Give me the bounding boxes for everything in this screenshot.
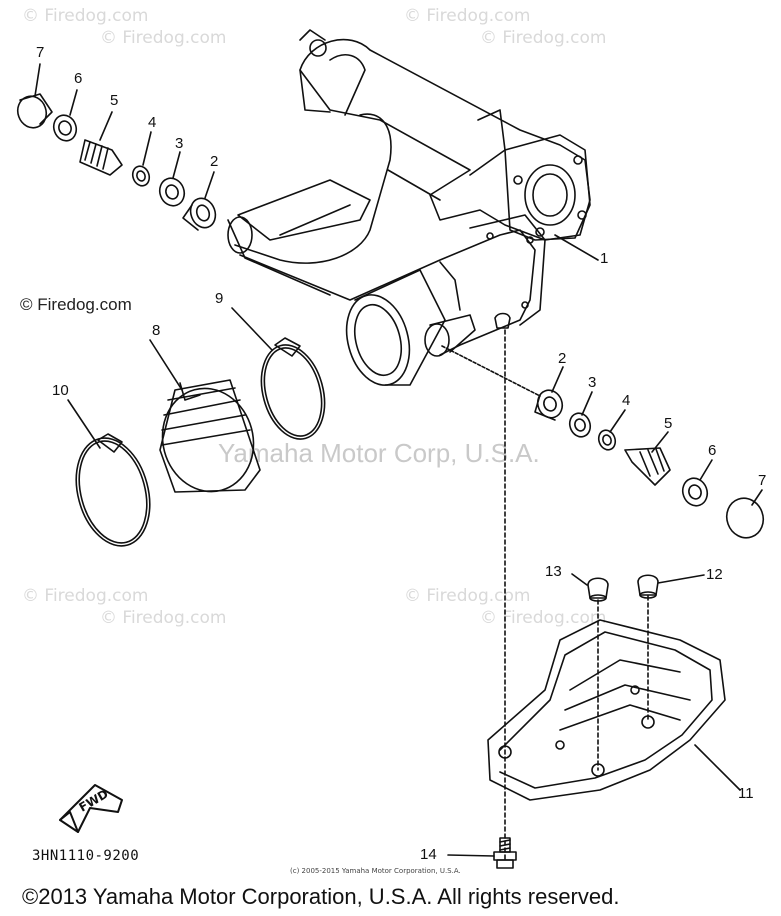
fwd-arrow-icon: FWD: [59, 784, 123, 833]
callout-2-left: 2: [210, 153, 219, 170]
collar-4-right[interactable]: [596, 428, 618, 452]
callout-1: 1: [600, 250, 609, 267]
callout-3-right: 3: [588, 374, 597, 391]
cap-7-right[interactable]: [721, 493, 769, 543]
watermark: © Firedog.com: [480, 608, 607, 628]
cap-7-left[interactable]: [13, 92, 53, 132]
bearing-2-left[interactable]: [182, 195, 219, 231]
callout-2-right: 2: [558, 350, 567, 367]
callout-8: 8: [152, 322, 161, 339]
watermark: © Firedog.com: [22, 586, 149, 606]
part-code: 3HN1110-9200: [32, 848, 140, 864]
leader-8: [149, 339, 183, 391]
callout-5-right: 5: [664, 415, 673, 432]
callout-5-left: 5: [110, 92, 119, 109]
oil-seal-3-right[interactable]: [566, 410, 593, 439]
bearing-2-right[interactable]: [534, 387, 566, 422]
leader-4-right: [609, 409, 626, 433]
callout-4-left: 4: [148, 114, 157, 131]
callout-14: 14: [420, 846, 437, 863]
leader-6-left: [69, 89, 78, 116]
callout-7-right: 7: [758, 472, 767, 489]
watermark-center: Yamaha Motor Corp, U.S.A.: [218, 438, 540, 468]
grommet-part-13[interactable]: [587, 577, 609, 602]
pivot-shaft-5-left[interactable]: [79, 139, 123, 176]
callout-4-right: 4: [622, 392, 631, 409]
leader-3-left: [172, 151, 181, 179]
leader-6-right: [699, 459, 713, 481]
leader-11: [694, 744, 741, 791]
leader-3-right: [581, 391, 593, 416]
watermark: © Firedog.com: [404, 6, 531, 26]
callout-3-left: 3: [175, 135, 184, 152]
watermark: © Firedog.com: [100, 608, 227, 628]
pivot-shaft-5-right[interactable]: [624, 447, 671, 486]
collar-4-left[interactable]: [130, 164, 152, 188]
leader-2-left: [204, 171, 215, 199]
watermark-left: © Firedog.com: [20, 295, 132, 314]
leader-5-left: [99, 111, 113, 141]
leader-4-left: [142, 131, 152, 166]
oil-seal-3-left[interactable]: [156, 175, 188, 210]
callout-13: 13: [545, 563, 562, 580]
nut-6-right[interactable]: [679, 475, 711, 510]
band-part-9[interactable]: [252, 337, 335, 446]
watermark: © Firedog.com: [480, 28, 607, 48]
bolt-part-14[interactable]: [493, 837, 517, 869]
leader-10: [67, 399, 101, 449]
axis-line-right: [441, 345, 541, 397]
callout-6-left: 6: [74, 70, 83, 87]
leader-12: [657, 574, 705, 584]
callout-12: 12: [706, 566, 723, 583]
leader-9: [231, 307, 273, 351]
leader-7-left: [34, 63, 41, 97]
swingarm-part-1[interactable]: [227, 29, 591, 392]
leader-2-right: [551, 366, 564, 393]
leader-13: [571, 573, 588, 586]
callout-9: 9: [215, 290, 224, 307]
footer-copyright: ©2013 Yamaha Motor Corporation, U.S.A. A…: [22, 884, 620, 909]
watermark: © Firedog.com: [100, 28, 227, 48]
leader-5-right: [651, 431, 669, 453]
callout-11: 11: [738, 785, 754, 802]
callout-10: 10: [52, 382, 69, 399]
callout-7-left: 7: [36, 44, 45, 61]
callout-6-right: 6: [708, 442, 717, 459]
grommet-part-12[interactable]: [637, 574, 659, 599]
leader-1: [554, 234, 599, 261]
band-part-10[interactable]: [65, 430, 161, 554]
fine-print-copyright: (c) 2005-2015 Yamaha Motor Corporation, …: [290, 867, 461, 875]
watermark: © Firedog.com: [22, 6, 149, 26]
guard-part-11[interactable]: [487, 619, 726, 801]
nut-6-left[interactable]: [50, 112, 80, 144]
boot-part-8[interactable]: [151, 378, 265, 502]
leader-14: [447, 854, 495, 857]
leader-7-right: [751, 489, 763, 506]
